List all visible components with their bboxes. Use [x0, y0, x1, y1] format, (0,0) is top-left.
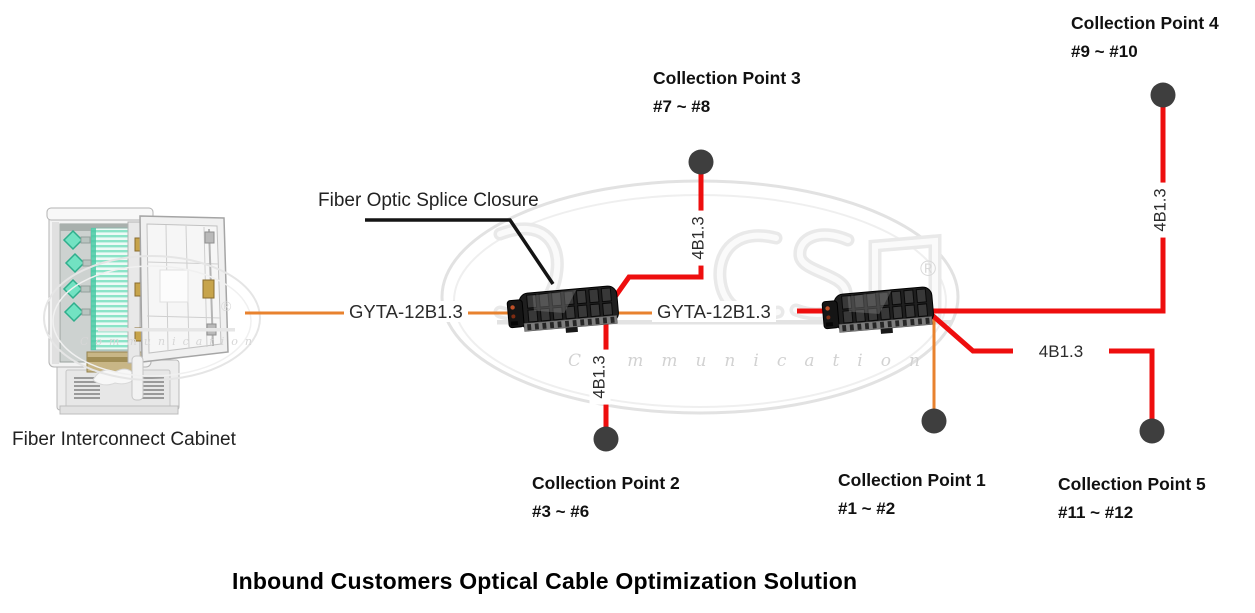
cp2-name: Collection Point 2: [532, 473, 680, 493]
splice-closure-pointer-line: [365, 218, 555, 285]
cp3-node: [688, 149, 714, 175]
branch-label-cp4: 4B1.3: [1150, 182, 1172, 238]
cp5-fibers: #11 ~ #12: [1058, 503, 1134, 522]
cp4-fibers: #9 ~ #10: [1071, 42, 1138, 61]
cabinet-label: Fiber Interconnect Cabinet: [12, 429, 236, 450]
vent-grille-icon: [74, 377, 164, 399]
cp3-name: Collection Point 3: [653, 68, 801, 88]
cp5-name: Collection Point 5: [1058, 474, 1206, 494]
registered-mark-icon-small: ®: [221, 298, 232, 314]
cp1-name: Collection Point 1: [838, 470, 986, 490]
cp2-node: [593, 426, 619, 452]
cp5-node: [1139, 418, 1165, 444]
trunk2-cable-label: GYTA-12B1.3: [652, 301, 776, 323]
splice-closure-label: Fiber Optic Splice Closure: [318, 190, 539, 211]
branch-label-cp3: 4B1.3: [688, 210, 710, 266]
splice-closure-1: [505, 284, 621, 339]
cp4-name: Collection Point 4: [1071, 13, 1219, 33]
splice-closure-2: [820, 285, 936, 340]
collection-point-nodes: [593, 82, 1176, 452]
trunk1-cable-label: GYTA-12B1.3: [344, 301, 468, 323]
cp3-fibers: #7 ~ #8: [653, 97, 711, 116]
fiber-tray-diamonds: [62, 229, 86, 323]
watermark-subtitle: Communication: [568, 351, 938, 371]
watermark-cabinet: Communication ®: [43, 255, 261, 381]
registered-mark-icon: ®: [920, 256, 936, 281]
cabinet-illustration: [46, 207, 229, 415]
branch-cable-to-cp5: [930, 313, 1155, 419]
cp2-fibers: #3 ~ #6: [532, 502, 590, 521]
branch-cable-to-cp4: [930, 107, 1166, 314]
branch-label-cp2: 4B1.3: [589, 349, 611, 405]
watermark-subtitle-small: Communication: [80, 335, 259, 348]
cp1-fibers: #1 ~ #2: [838, 499, 896, 518]
cp1-node: [921, 408, 947, 434]
page-title: Inbound Customers Optical Cable Optimiza…: [232, 568, 858, 594]
branch-label-cp5: 4B1.3: [1013, 341, 1109, 363]
cp4-node: [1150, 82, 1176, 108]
